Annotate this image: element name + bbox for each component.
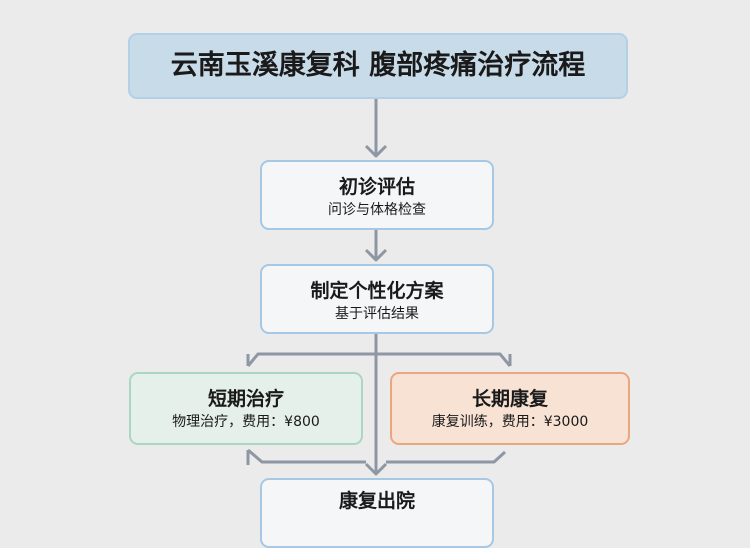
page-title: 云南玉溪康复科 腹部疼痛治疗流程 bbox=[128, 33, 628, 99]
node-title: 初诊评估 bbox=[338, 176, 415, 198]
arrow-assess-to-plan bbox=[364, 230, 388, 262]
node-plan: 制定个性化方案 基于评估结果 bbox=[260, 264, 494, 334]
arrow-plan-to-short bbox=[246, 352, 376, 367]
arrow-short-to-discharge bbox=[246, 448, 366, 465]
node-title: 制定个性化方案 bbox=[310, 280, 444, 302]
arrow-plan-to-discharge bbox=[364, 334, 388, 476]
node-title: 康复出院 bbox=[338, 490, 415, 512]
node-discharge: 康复出院 bbox=[260, 478, 494, 548]
node-title: 长期康复 bbox=[471, 388, 548, 410]
node-subtitle: 物理治疗，费用：¥800 bbox=[172, 414, 320, 430]
node-subtitle: 基于评估结果 bbox=[335, 306, 419, 322]
arrow-long-to-discharge bbox=[386, 450, 507, 464]
node-short-term: 短期治疗 物理治疗，费用：¥800 bbox=[129, 372, 363, 445]
arrow-plan-to-long bbox=[376, 352, 512, 367]
node-initial-assessment: 初诊评估 问诊与体格检查 bbox=[260, 160, 494, 230]
node-subtitle: 康复训练，费用：¥3000 bbox=[431, 414, 589, 430]
flow-arrows bbox=[246, 99, 512, 476]
node-subtitle: 问诊与体格检查 bbox=[328, 202, 426, 218]
arrow-title-to-assess bbox=[364, 99, 388, 158]
node-title: 短期治疗 bbox=[207, 388, 284, 410]
node-long-term: 长期康复 康复训练，费用：¥3000 bbox=[390, 372, 630, 445]
